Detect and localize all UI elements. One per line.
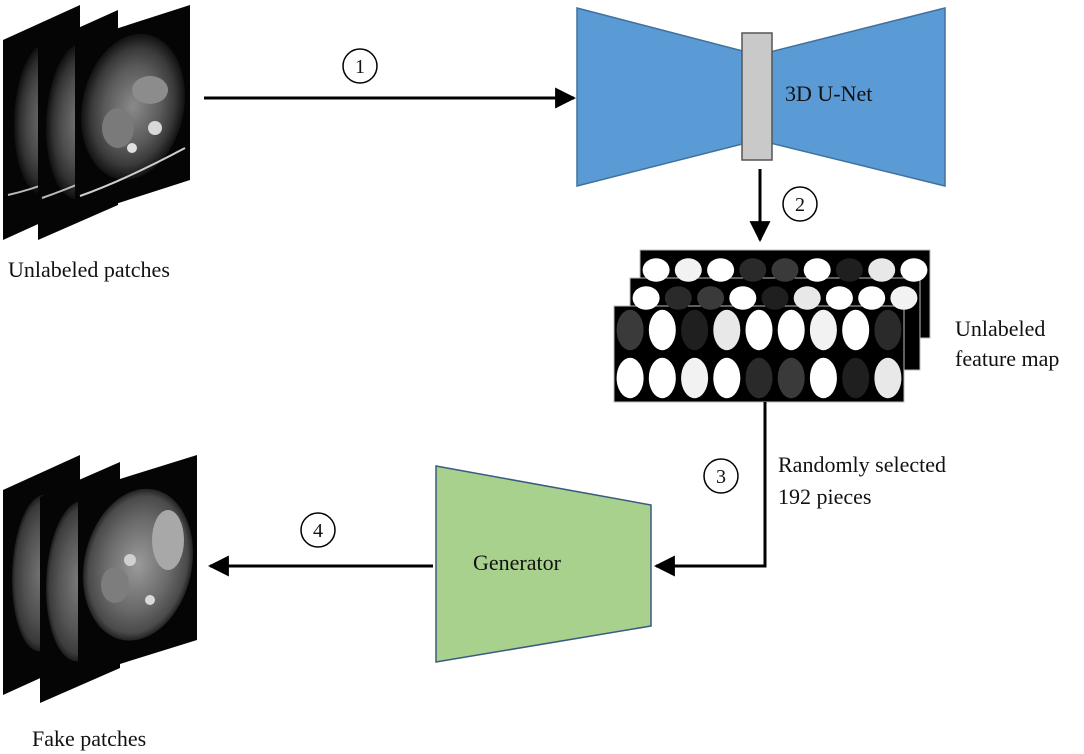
arrow-step-3 [653,402,767,577]
feature-blob [809,357,837,399]
feature-blob [842,309,870,351]
unet-label: 3D U-Net [785,81,872,106]
feature-blob [874,357,902,399]
unlabeled-patches-stack [3,5,190,240]
feature-blob [825,286,853,310]
feature-blob [874,309,902,351]
feature-map-label-line2: feature map [955,346,1059,371]
feature-blob [745,357,773,399]
svg-text:1: 1 [355,56,365,78]
feature-blob [890,286,918,310]
generator-block: Generator [435,465,652,663]
feature-map-blobs [616,258,928,399]
selection-label-line1: Randomly selected [778,452,946,477]
feature-blob [729,286,757,310]
feature-blob [632,286,660,310]
step-2-badge: 2 [782,186,818,222]
feature-blob [793,286,821,310]
generator-label: Generator [473,550,562,575]
unlabeled-patches-label: Unlabeled patches [8,257,170,282]
feature-blob [739,258,767,282]
feature-blob [803,258,831,282]
svg-text:4: 4 [313,520,323,542]
feature-blob [900,258,928,282]
fake-slice-front [78,455,197,677]
generator-shape [435,465,652,663]
feature-blob [707,258,735,282]
feature-blob [713,357,741,399]
feature-blob [858,286,886,310]
feature-blob [674,258,702,282]
feature-blob [648,309,676,351]
step-1-badge: 1 [342,48,378,84]
selection-label-line2: 192 pieces [778,484,871,509]
step-3-badge: 3 [703,458,739,494]
feature-blob [697,286,725,310]
feature-blob [642,258,670,282]
feature-blob [809,309,837,351]
feature-blob [681,309,709,351]
feature-blob [745,309,773,351]
feature-blob [713,309,741,351]
step-4-badge: 4 [300,512,336,548]
svg-text:2: 2 [795,194,805,216]
ct-slice-front [75,5,190,217]
unet-bottleneck [741,32,773,161]
fake-patches-stack [3,455,197,703]
feature-blob [664,286,692,310]
feature-blob [771,258,799,282]
feature-blob [835,258,863,282]
feature-blob [842,357,870,399]
feature-blob [868,258,896,282]
feature-blob [777,309,805,351]
unet-block: 3D U-Net [576,7,946,187]
feature-blob [777,357,805,399]
fake-patches-label: Fake patches [32,726,146,751]
svg-text:3: 3 [716,466,726,488]
feature-blob [616,309,644,351]
feature-blob [648,357,676,399]
feature-blob [681,357,709,399]
feature-blob [761,286,789,310]
feature-map-stack [613,249,931,403]
feature-blob [616,357,644,399]
feature-map-label-line1: Unlabeled [955,316,1045,341]
